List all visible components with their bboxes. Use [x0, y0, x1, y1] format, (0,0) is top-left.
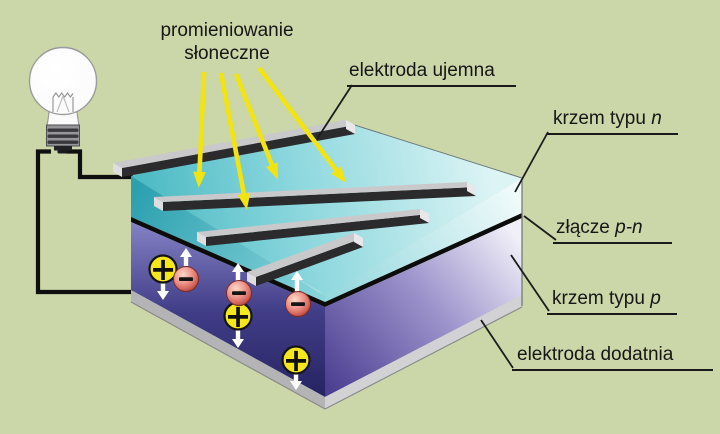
- leader-positive-electrode: [480, 319, 514, 369]
- wire-negative: [66, 149, 133, 180]
- cell-back-edge: [344, 121, 523, 179]
- sun-ray: [233, 73, 279, 180]
- electrode-bottom-edge: [130, 301, 523, 410]
- electron-arrow-up: [180, 248, 192, 266]
- negative-charge: [285, 291, 311, 317]
- electrode-bottom-right: [325, 295, 522, 409]
- cell-top-face: [131, 122, 522, 296]
- label-pn-junction: złącze p-n: [553, 217, 672, 244]
- bulb-filament: [52, 92, 74, 113]
- pn-junction-front: [131, 217, 325, 307]
- bulb-contact: [54, 146, 72, 151]
- label-p-type-silicon: krzem typu p: [547, 288, 677, 315]
- positive-charge: +: [148, 250, 178, 288]
- sun-ray: [218, 72, 251, 210]
- label-solar-radiation: promieniowanie słoneczne: [138, 20, 316, 66]
- electron-arrow-up: [232, 263, 244, 284]
- bulb-glass: [28, 46, 98, 116]
- sun-ray: [193, 71, 207, 188]
- leader-n-type: [514, 131, 549, 193]
- label-solar-radiation-line2: słoneczne: [184, 42, 270, 64]
- light-bulb: [28, 46, 98, 154]
- cell-n-right-face: [325, 178, 522, 302]
- top-electrode-strip: [247, 233, 363, 286]
- circuit-wires: [35, 149, 133, 295]
- sun-ray: [257, 66, 346, 183]
- leader-lines: [316, 84, 557, 369]
- label-positive-electrode: elektroda dodatnia: [512, 344, 713, 371]
- pn-junction-right: [325, 213, 522, 307]
- solar-cell: [130, 121, 523, 410]
- charge-arrows-white: [157, 248, 303, 390]
- leader-junction: [523, 215, 557, 241]
- sun-rays: [193, 66, 346, 210]
- top-electrode-strips: [113, 120, 476, 286]
- svg-text:+: +: [283, 341, 310, 379]
- wire-positive: [35, 149, 133, 295]
- label-n-type-silicon: krzem typu n: [547, 108, 678, 135]
- negative-charge: [226, 280, 252, 306]
- charge-carriers: + + +: [148, 248, 311, 390]
- bulb-base: [46, 124, 80, 154]
- positive-charge: +: [281, 341, 311, 379]
- hole-arrow-down: [157, 283, 169, 300]
- negative-charge: [173, 266, 199, 292]
- hole-arrow-down: [290, 371, 302, 390]
- top-electrode-strip: [197, 209, 429, 246]
- svg-text:+: +: [150, 250, 177, 288]
- hole-arrow-down: [232, 329, 244, 348]
- electron-arrow-up: [291, 271, 303, 294]
- leader-negative-electrode: [316, 84, 353, 140]
- label-solar-radiation-line1: promieniowanie: [160, 20, 294, 41]
- electrode-bottom-front: [131, 290, 325, 409]
- leader-p-type: [510, 254, 550, 312]
- label-negative-electrode: elektroda ujemna: [347, 60, 516, 87]
- cell-p-right-face: [325, 218, 522, 397]
